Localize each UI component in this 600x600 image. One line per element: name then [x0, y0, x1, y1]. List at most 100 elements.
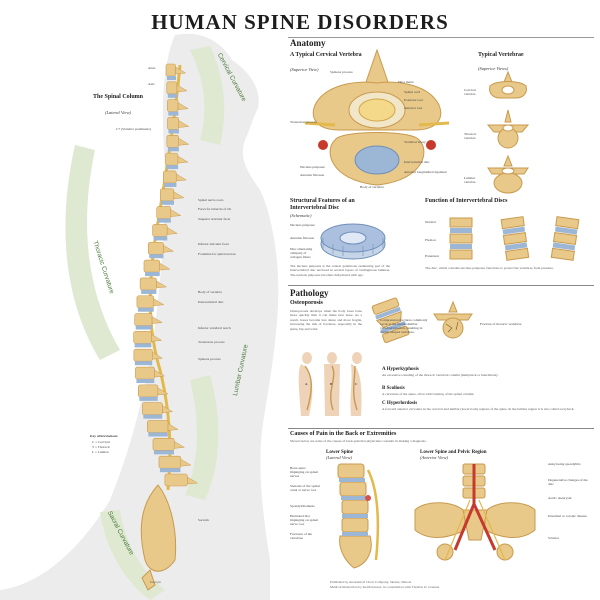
vertebra-process: [163, 244, 175, 253]
intervertebral-disc: [135, 325, 153, 330]
cause-intestinal: Intestinal or colonic disease: [548, 514, 587, 518]
vertebra: [136, 295, 155, 309]
vertebra: [133, 331, 152, 344]
cervical-label-transverse: Transverse process: [290, 120, 317, 124]
vertebra: [137, 384, 159, 398]
compression-fracture-label: Compression fractures commonly occur at …: [380, 318, 428, 334]
vertebra: [165, 152, 179, 166]
vertebra-process: [151, 316, 163, 324]
cervical-vertebra-figure: [304, 48, 450, 186]
hyperlordosis-figure: [350, 352, 362, 416]
osteoporosis-spine-figure: [371, 297, 410, 343]
fractured-vertebra-figure: [433, 300, 473, 339]
lower-spine-title: Lower Spine: [326, 450, 353, 455]
vertebrae-group: [133, 63, 199, 487]
spine-label-notch: Inferior vertebral notch: [198, 326, 231, 330]
poster-title: HUMAN SPINE DISORDERS: [151, 10, 449, 34]
thoracic-band: [65, 145, 120, 360]
disc-structure-subtitle: (Schematic): [290, 213, 312, 218]
cause-aortic-aneurysm: Aortic aneurysm: [548, 496, 572, 500]
vertebra-process: [159, 262, 171, 271]
cause-spondylolisthesis: Spondylolisthesis: [290, 504, 315, 508]
disc-label-nucleus: Nucleus pulposus: [290, 223, 315, 227]
vertebra-process: [175, 66, 187, 75]
function-label-normal: Normal: [425, 220, 436, 224]
vertebra-process: [170, 209, 182, 217]
disc-label-annulus: Annulus fibrosus: [290, 236, 315, 240]
cervical-nerves: [304, 121, 450, 127]
spine-label-inf-facet: Inferior articular facet: [198, 242, 229, 246]
intervertebral-disc: [159, 468, 181, 473]
cervical-disc: [354, 145, 400, 175]
vertebra-process: [162, 405, 174, 413]
vertebra-process: [151, 333, 163, 342]
vertebra-process: [152, 351, 164, 360]
spinal-column-figure: [0, 33, 279, 600]
vertebra: [166, 135, 179, 148]
typical-label-cervical: Cervical vertebra: [464, 88, 476, 96]
vertebra-process: [153, 298, 165, 307]
vertebra: [142, 402, 163, 415]
disc-function-description: The disc, which contains nucleus pulposu…: [425, 266, 554, 270]
typical-vertebrae-figure: [486, 70, 530, 194]
key-item-lumbar: L = Lumbar: [92, 450, 109, 454]
sacrum: [140, 484, 177, 572]
figure-letter-a: A: [305, 382, 308, 386]
cause-fractures: Fractures of the vertebrae: [290, 532, 312, 540]
hyperkyphosis-figure: [298, 352, 313, 416]
fracture-thoracic-label: Fracture of thoracic vertebrae: [480, 322, 522, 326]
cervical-spinal-cord: [358, 98, 396, 122]
coccyx: [141, 569, 156, 591]
vertebra-process: [157, 387, 169, 396]
spinal-column-title: The Spinal Column: [92, 94, 144, 100]
cervical-label-nucleus: Nucleus pulposus: [300, 165, 325, 169]
disc-fibers: [322, 238, 384, 256]
vertebra: [147, 420, 169, 433]
cervical-label-artery: Vertebral artery: [404, 140, 426, 144]
spinal-column-subtitle: (Lateral View): [104, 110, 132, 115]
intervertebral-disc: [153, 450, 174, 455]
typical-lumbar-vertebra: [487, 154, 529, 194]
cause-herniated-disc: Herniated disc impinging on spinal nerve…: [290, 514, 318, 526]
cervical-label-post-root: Posterior root: [404, 98, 424, 102]
typical-vertebrae-title: Typical Vertebrae: [478, 52, 524, 58]
spine-label-nerve-roots: Spinal nerve roots: [198, 198, 224, 202]
hyperkyphosis-title: A Hyperkyphosis: [382, 367, 419, 372]
spine-label-foramina: Foramina for spinal nerves: [198, 252, 236, 256]
spine-label-transverse: Transverse process: [198, 340, 225, 344]
anatomy-heading: Anatomy: [290, 38, 326, 48]
vertebra: [152, 224, 168, 237]
hyperlordosis-title: C Hyperlordosis: [382, 401, 418, 406]
spine-label-axis: Axis: [148, 82, 155, 86]
disc-nucleus: [339, 231, 367, 245]
intervertebral-disc: [148, 432, 168, 437]
cause-ankylosing: Ankylosing spondylitis: [548, 462, 581, 466]
lower-spine-subtitle: (Lateral View): [326, 455, 353, 460]
key-item-cervical: C = Cervical: [92, 440, 110, 444]
vertebra: [134, 313, 153, 326]
intervertebral-disc: [167, 147, 179, 152]
cause-stenosis: Stenosis of the spinal canal or nerve ro…: [290, 484, 320, 492]
function-label-flexion: Flexion: [425, 238, 436, 242]
typical-label-lumbar: Lumbar vertebra: [464, 176, 476, 184]
scoliosis-figure: [324, 352, 340, 416]
cervical-label-ant-root: Anterior root: [404, 106, 423, 110]
disc-label-fibers: Disc alternating obliquity of collagen f…: [290, 247, 313, 259]
vertebra: [167, 117, 180, 130]
vertebra-process: [174, 440, 186, 449]
cervical-artery-left: [318, 140, 328, 150]
vertebra-process: [187, 476, 199, 485]
intervertebral-disc: [141, 289, 157, 294]
intervertebral-disc: [134, 343, 152, 348]
causes-intro: Shown below are some of the causes of ba…: [290, 439, 427, 443]
function-normal-stack: [449, 217, 473, 260]
cervical-label-dura: Dura mater: [398, 80, 414, 84]
cervical-spinous-process: [364, 48, 390, 86]
cause-bone-spurs: Bone spurs impinging on spinal nerves: [290, 466, 318, 478]
spine-label-c7: C7 (Vertebra prominens): [116, 127, 151, 131]
vertebra-process: [167, 423, 179, 431]
vertebra: [158, 455, 182, 469]
lower-spine-lateral-figure: [337, 463, 380, 569]
spine-label-rib-facet: Facet for tubercle of rib: [198, 207, 232, 211]
figure-letter-c: C: [355, 382, 358, 386]
